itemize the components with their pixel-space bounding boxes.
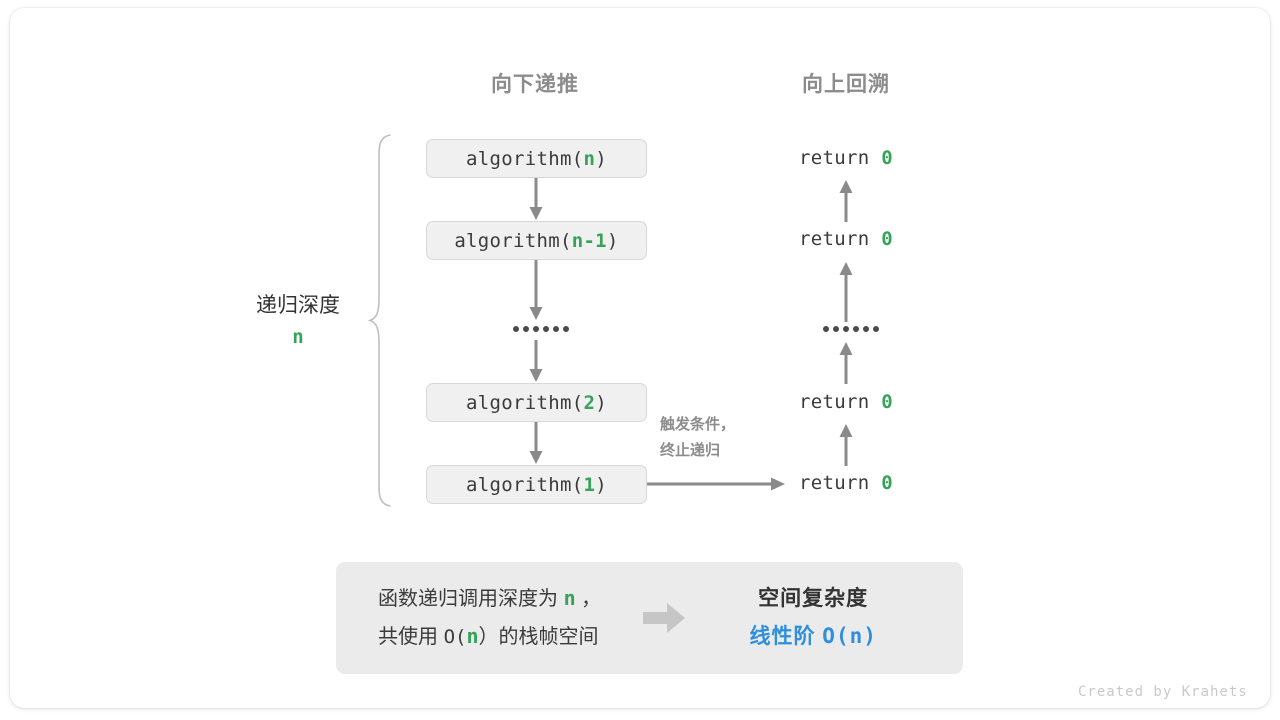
return-value-3: 0 — [881, 391, 893, 413]
space-complexity-value: 线性阶 O(n) — [749, 624, 877, 648]
summary-left-line-2: 共使用 O(n）的栈帧空间 — [378, 624, 599, 648]
call-box-n-minus-1: algorithm(n-1) — [426, 221, 647, 260]
arrow-terminate-right — [647, 474, 787, 494]
right-arrow-icon — [641, 601, 687, 635]
recursion-depth-label: 递归深度 n — [223, 290, 373, 352]
call-box-n-minus-1-text: algorithm(n-1) — [454, 229, 619, 252]
call-box-2: algorithm(2) — [426, 383, 647, 422]
arrow-down-2 — [524, 260, 548, 322]
arrow-down-3 — [524, 340, 548, 384]
call-box-n-text: algorithm(n) — [466, 147, 607, 170]
return-label-1: return 0 — [766, 147, 926, 169]
call-box-n: algorithm(n) — [426, 139, 647, 178]
call-box-1-text: algorithm(1) — [466, 473, 607, 496]
arrow-up-3 — [834, 340, 858, 384]
return-keyword-3: return — [799, 391, 870, 413]
figure-card: 向下递推 向上回溯 递归深度 n algorithm(n) algorithm(… — [10, 8, 1270, 708]
summary-panel: 函数递归调用深度为 n ， 共使用 O(n）的栈帧空间 空间复杂度 线性阶 O(… — [336, 562, 963, 674]
right-ellipsis-dots — [823, 326, 879, 332]
left-ellipsis-dots — [513, 326, 569, 332]
arrow-up-2 — [834, 260, 858, 322]
return-keyword-1: return — [799, 147, 870, 169]
trigger-note-line-2: 终止递归 — [660, 441, 721, 459]
recursion-depth-value: n — [292, 325, 304, 348]
heading-downward-recursion: 向下递推 — [491, 73, 579, 96]
return-keyword-2: return — [799, 228, 870, 250]
trigger-note-line-1: 触发条件， — [660, 416, 736, 433]
call-box-1: algorithm(1) — [426, 465, 647, 504]
arrow-down-4 — [524, 422, 548, 466]
arrow-up-1 — [834, 178, 858, 222]
return-value-1: 0 — [881, 147, 893, 169]
arrow-up-4 — [834, 422, 858, 466]
trigger-condition-note: 触发条件， 终止递归 — [660, 412, 735, 463]
space-complexity-title: 空间复杂度 — [758, 587, 869, 611]
recursion-depth-title: 递归深度 — [256, 294, 340, 317]
arrow-down-1 — [524, 178, 548, 222]
return-label-4: return 0 — [766, 472, 926, 494]
return-value-2: 0 — [881, 228, 893, 250]
return-keyword-4: return — [799, 472, 870, 494]
call-box-2-text: algorithm(2) — [466, 391, 607, 414]
return-value-4: 0 — [881, 472, 893, 494]
heading-upward-backtracking: 向上回溯 — [802, 73, 890, 96]
return-label-3: return 0 — [766, 391, 926, 413]
return-label-2: return 0 — [766, 228, 926, 250]
depth-brace — [368, 133, 398, 508]
summary-left-line-1: 函数递归调用深度为 n ， — [378, 586, 602, 610]
credit-text: Created by Krahets — [1078, 684, 1248, 700]
summary-right-text: 空间复杂度 线性阶 O(n) — [723, 580, 903, 656]
summary-left-text: 函数递归调用深度为 n ， 共使用 O(n）的栈帧空间 — [378, 580, 601, 656]
